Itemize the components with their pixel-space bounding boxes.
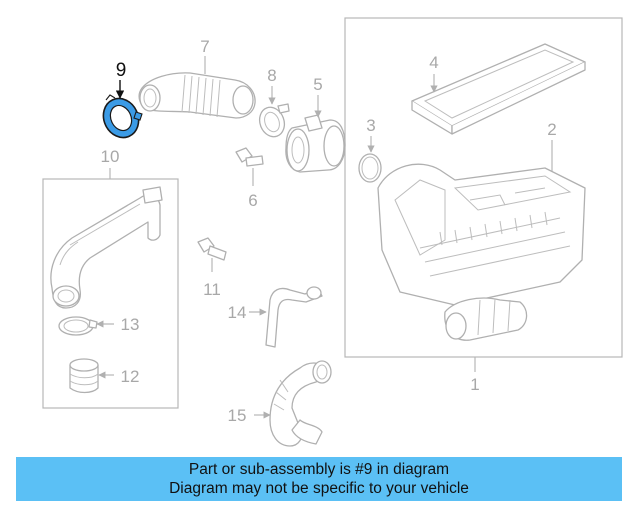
part-5-sensor (285, 114, 346, 173)
part-9-clamp[interactable] (97, 93, 145, 144)
part-1-air-cleaner (377, 163, 586, 341)
callout-4: 4 (429, 53, 438, 72)
part-7-hose (138, 72, 256, 119)
callout-9: 9 (116, 60, 127, 81)
part-10-tube (50, 186, 163, 309)
parts-diagram: 9 7 8 5 3 4 2 (42, 17, 623, 447)
callout-15: 15 (228, 406, 247, 425)
part-8-clamp (258, 103, 290, 138)
callout-2: 2 (547, 120, 556, 139)
callout-12: 12 (121, 367, 140, 386)
callout-13: 13 (121, 315, 140, 334)
callout-14: 14 (228, 303, 247, 322)
callout-1: 1 (470, 375, 479, 394)
callout-8: 8 (267, 66, 276, 85)
callout-3: 3 (366, 116, 375, 135)
part-3-ring (358, 153, 382, 183)
callout-10: 10 (101, 147, 120, 166)
part-13-clamp (58, 316, 98, 336)
part-14-tube (265, 286, 323, 348)
part-6-bolt (235, 147, 264, 167)
banner-line-2: Diagram may not be specific to your vehi… (169, 480, 469, 497)
banner-line-1: Part or sub-assembly is #9 in diagram (188, 461, 450, 478)
callout-7: 7 (200, 37, 209, 56)
part-12-coupler (69, 358, 99, 394)
part-11-bolt (197, 237, 227, 261)
callout-11: 11 (203, 280, 221, 299)
part-15-hose (269, 360, 332, 447)
assembly-frame-1 (344, 17, 623, 358)
part-4-filter (411, 43, 586, 135)
info-banner: Part or sub-assembly is #9 in diagram Di… (16, 457, 622, 501)
callout-5: 5 (313, 75, 322, 94)
callout-6: 6 (248, 191, 257, 210)
